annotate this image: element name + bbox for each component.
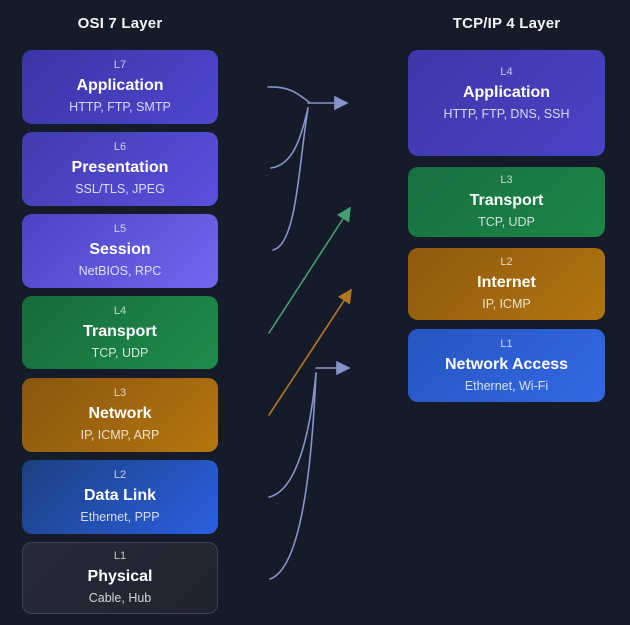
layer-level-label: L2 <box>113 469 127 481</box>
layer-name: Transport <box>83 322 157 340</box>
osi-layer-card-l7: L7 Application HTTP, FTP, SMTP <box>22 50 218 124</box>
layer-level-label: L1 <box>113 550 127 562</box>
layer-name: Session <box>89 241 151 258</box>
osi-layer-card-l3: L3 Network IP, ICMP, ARP <box>22 378 218 452</box>
layer-level-label: L3 <box>113 387 127 399</box>
layer-name: Transport <box>469 192 544 209</box>
layer-protocols: IP, ICMP, ARP <box>80 428 160 442</box>
layer-protocols: NetBIOS, RPC <box>78 264 162 278</box>
osi-column-title: OSI 7 Layer <box>77 15 163 32</box>
layer-protocols: HTTP, FTP, DNS, SSH <box>443 107 570 121</box>
layer-level-label: L2 <box>500 256 513 268</box>
layer-level-label: L4 <box>500 66 513 78</box>
layer-protocols: TCP, UDP <box>478 215 535 229</box>
arrow-curve-osi-application <box>267 86 310 103</box>
layer-name: Network <box>88 405 152 422</box>
layer-level-label: L4 <box>113 304 127 317</box>
arrow-transport-to-transport <box>268 206 351 334</box>
layer-level-label: L1 <box>500 337 513 350</box>
layer-level-label: L3 <box>500 174 513 186</box>
layer-protocols: TCP, UDP <box>91 345 149 360</box>
arrow-curve-osi-session <box>272 107 309 251</box>
arrow-network-to-internet <box>268 288 352 416</box>
layer-protocols: SSL/TLS, JPEG <box>75 182 165 196</box>
layer-level-label: L5 <box>113 223 127 235</box>
layer-name: Application <box>76 77 164 94</box>
layer-protocols: HTTP, FTP, SMTP <box>69 100 171 114</box>
osi-layer-card-l2: L2 Data Link Ethernet, PPP <box>22 460 218 534</box>
tcpip-column-title: TCP/IP 4 Layer <box>452 15 561 32</box>
osi-layer-card-l4: L4 Transport TCP, UDP <box>22 296 218 369</box>
layer-name: Application <box>462 84 551 101</box>
arrow-curve-osi-presentation <box>270 107 309 169</box>
arrow-curve-osi-physical <box>269 372 317 580</box>
layer-protocols: Ethernet, PPP <box>80 510 160 524</box>
layer-protocols: Ethernet, Wi-Fi <box>464 378 549 393</box>
layer-name: Physical <box>87 568 153 585</box>
osi-layer-card-l5: L5 Session NetBIOS, RPC <box>22 214 218 288</box>
tcpip-layer-card-l2: L2 Internet IP, ICMP <box>408 248 605 320</box>
layer-name: Internet <box>477 274 536 291</box>
layer-protocols: IP, ICMP <box>482 297 531 311</box>
tcpip-layer-card-l3: L3 Transport TCP, UDP <box>408 167 605 237</box>
tcpip-layer-card-l4: L4 Application HTTP, FTP, DNS, SSH <box>408 50 605 156</box>
layer-level-label: L6 <box>113 141 127 153</box>
osi-layer-card-l1: L1 Physical Cable, Hub <box>22 542 218 614</box>
layer-protocols: Cable, Hub <box>88 591 152 605</box>
osi-layer-card-l6: L6 Presentation SSL/TLS, JPEG <box>22 132 218 206</box>
layer-level-label: L7 <box>113 59 127 71</box>
arrow-curve-osi-datalink <box>268 372 317 498</box>
layer-name: Network Access <box>444 355 569 373</box>
layer-name: Presentation <box>71 159 169 176</box>
tcpip-layer-card-l1: L1 Network Access Ethernet, Wi-Fi <box>408 329 605 402</box>
layer-name: Data Link <box>83 487 156 504</box>
